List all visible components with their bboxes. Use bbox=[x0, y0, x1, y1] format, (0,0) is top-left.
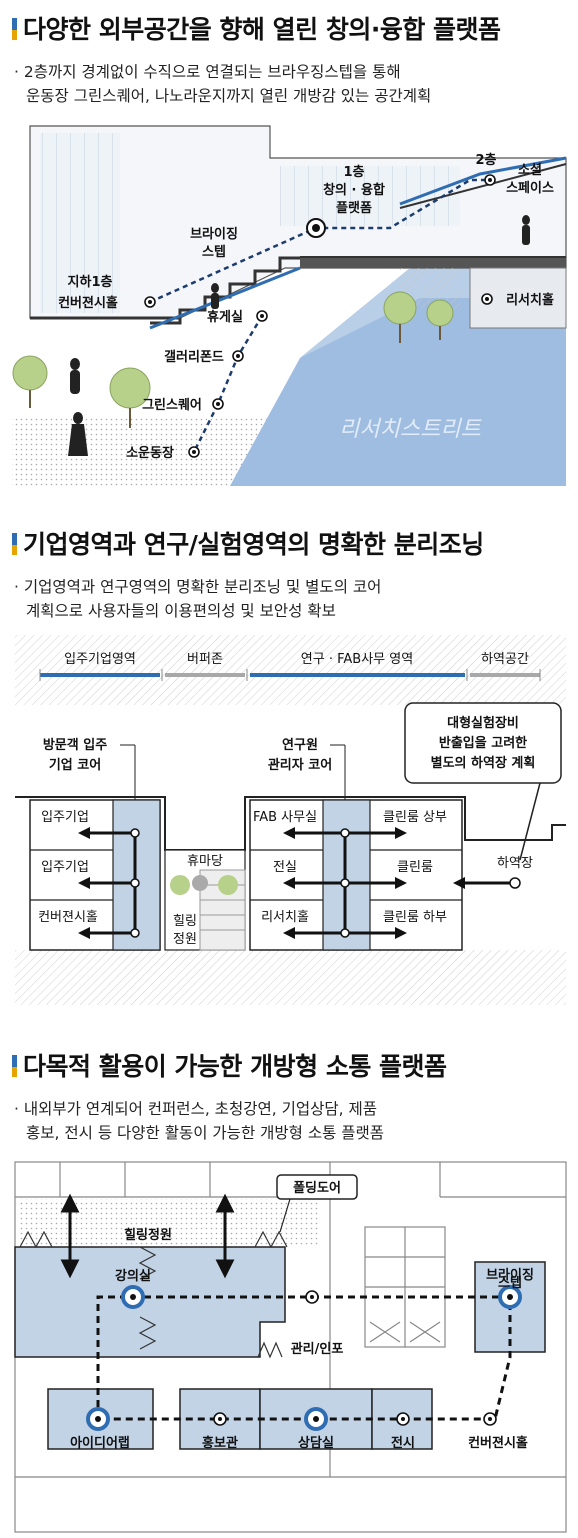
social-space-label: 소셜 bbox=[518, 162, 542, 178]
loading-dock-marker-icon bbox=[509, 877, 521, 889]
visitor-core-label: 방문객 입주 bbox=[43, 737, 107, 753]
section-description: · 기업영역과 연구영역의 명확한 분리조닝 및 별도의 코어 계획으로 사용자… bbox=[14, 575, 381, 623]
idea-lab-label: 아이디어랩 bbox=[70, 1435, 130, 1451]
room-label: 정원 bbox=[173, 932, 197, 947]
research-core-label: 연구원 bbox=[282, 738, 318, 753]
room-label: 휴마당 bbox=[187, 854, 223, 869]
social-space-label: 스페이스 bbox=[506, 180, 554, 196]
section3-diagram: 폴딩도어 힐링정원 강의실 브라이징 스텝 관리/인포 아이디어랩 홍보관 상담… bbox=[14, 1161, 567, 1533]
zone-bar: 입주기업영역 버퍼존 연구 · FAB사무 영역 하역공간 bbox=[39, 652, 541, 681]
glass-facade bbox=[40, 133, 120, 313]
section-title-text: 다목적 활용이 가능한 개방형 소통 플랫폼 bbox=[23, 1052, 447, 1081]
room-label: 컨버젼시홀 bbox=[38, 910, 98, 925]
desc-line: 계획으로 사용자들의 이용편의성 및 보안성 확보 bbox=[26, 602, 336, 620]
section1-diagram: 리서치스트리트 2층 소셜 스페이스 1층 창의 · 융합 플랫폼 브라이징 스… bbox=[12, 125, 567, 486]
double-arrow-icon bbox=[60, 1193, 235, 1279]
floor1-label: 1층 bbox=[343, 164, 364, 180]
glass-facade-upper bbox=[280, 166, 460, 226]
research-core-label: 관리자 코어 bbox=[268, 757, 332, 773]
platform-label: 창의 · 융합 bbox=[323, 182, 385, 198]
section-description: · 2층까지 경계없이 수직으로 연결되는 브라우징스텝을 통해 운동장 그린스… bbox=[14, 60, 431, 108]
visitor-core-label: 기업 코어 bbox=[49, 757, 101, 773]
key-space-marker-icon bbox=[86, 1285, 522, 1431]
arrow-icon bbox=[78, 827, 465, 939]
convergence-hall-label: 컨버젼시홀 bbox=[58, 295, 118, 311]
browsing-step-label: 스텝 bbox=[202, 244, 226, 260]
section-title-text: 다양한 외부공간을 향해 열린 창의·융합 플랫폼 bbox=[23, 15, 501, 44]
room-label: 입주기업 bbox=[41, 860, 89, 875]
room-label: 하역장 bbox=[497, 856, 533, 871]
tree-icon bbox=[170, 875, 238, 895]
green-square-label: 그린스퀘어 bbox=[142, 397, 202, 413]
browsing-steps bbox=[150, 256, 300, 325]
section-title: 기업영역과 연구/실험영역의 명확한 분리조닝 bbox=[12, 525, 484, 561]
folding-door-label-box bbox=[276, 1174, 358, 1200]
convergence-hall-label: 컨버젼시홀 bbox=[468, 1435, 528, 1451]
healing-garden-label: 힐링정원 bbox=[124, 1227, 172, 1243]
pr-hall-label: 홍보관 bbox=[202, 1435, 238, 1451]
gallery-pond-label: 갤러리폰드 bbox=[164, 349, 224, 365]
callout-text: 별도의 하역장 계획 bbox=[431, 755, 536, 771]
desc-line: · 2층까지 경계없이 수직으로 연결되는 브라우징스텝을 통해 bbox=[14, 63, 401, 81]
lecture-block bbox=[14, 1246, 286, 1358]
title-marker-icon bbox=[12, 1055, 17, 1077]
admin-info-label: 관리/인포 bbox=[291, 1341, 344, 1357]
zone-label: 하역공간 bbox=[481, 652, 529, 667]
section2-diagram: 입주기업영역 버퍼존 연구 · FAB사무 영역 하역공간 bbox=[15, 635, 566, 1005]
desc-line: · 기업영역과 연구영역의 명확한 분리조닝 및 별도의 코어 bbox=[14, 578, 382, 596]
section-title: 다목적 활용이 가능한 개방형 소통 플랫폼 bbox=[12, 1047, 447, 1083]
research-street-label: 리서치스트리트 bbox=[339, 417, 481, 442]
basement-label: 지하1층 bbox=[68, 274, 113, 290]
title-marker-icon bbox=[12, 18, 17, 40]
callout-text: 대형실험장비 bbox=[447, 715, 519, 731]
desc-line: · 내외부가 연계되어 컨퍼런스, 초청강연, 기업상담, 제품 bbox=[14, 1100, 377, 1118]
desc-line: 홍보, 전시 등 다양한 활동이 가능한 개방형 소통 플랫폼 bbox=[26, 1124, 385, 1142]
exhibit-label: 전시 bbox=[391, 1435, 415, 1451]
room-label: 리서치홀 bbox=[261, 910, 309, 925]
zone-label: 입주기업영역 bbox=[64, 652, 136, 667]
section-open-platform: 다양한 외부공간을 향해 열린 창의·융합 플랫폼 · 2층까지 경계없이 수직… bbox=[0, 0, 578, 500]
room-label: 전실 bbox=[273, 860, 297, 875]
consult-room-label: 상담실 bbox=[298, 1435, 334, 1451]
section-title: 다양한 외부공간을 향해 열린 창의·융합 플랫폼 bbox=[12, 10, 501, 46]
section-title-text: 기업영역과 연구/실험영역의 명확한 분리조닝 bbox=[23, 530, 484, 559]
tree-icon bbox=[12, 291, 454, 409]
section-description: · 내외부가 연계되어 컨퍼런스, 초청강연, 기업상담, 제품 홍보, 전시 … bbox=[14, 1097, 384, 1145]
zone-label: 버퍼존 bbox=[187, 652, 223, 667]
lounge-label: 휴게실 bbox=[207, 309, 243, 325]
desc-line: 운동장 그린스퀘어, 나노라운지까지 열린 개방감 있는 공간계획 bbox=[26, 87, 432, 105]
room-label: 클린룸 상부 bbox=[383, 810, 447, 825]
room-label: 힐링 bbox=[173, 914, 197, 929]
research-hall-label: 리서치홀 bbox=[506, 292, 554, 308]
floor2-label: 2층 bbox=[475, 152, 496, 168]
platform-label: 플랫폼 bbox=[336, 200, 372, 216]
section-zoning: 기업영역과 연구/실험영역의 명확한 분리조닝 · 기업영역과 연구영역의 명확… bbox=[0, 515, 578, 1015]
room-label: FAB 사무실 bbox=[253, 810, 317, 825]
person-icon bbox=[68, 215, 530, 456]
room-label: 클린룸 하부 bbox=[383, 910, 447, 925]
browsing-step-label: 스텝 bbox=[498, 1275, 522, 1291]
callout-box bbox=[404, 702, 562, 784]
title-marker-icon bbox=[12, 533, 17, 555]
room-label: 입주기업 bbox=[41, 810, 89, 825]
zone-label: 연구 · FAB사무 영역 bbox=[301, 652, 413, 667]
browsing-step-label: 브라이징 bbox=[190, 226, 238, 242]
callout-text: 반출입을 고려한 bbox=[439, 735, 527, 751]
circulation-route bbox=[96, 1295, 512, 1421]
section-communication-platform: 다목적 활용이 가능한 개방형 소통 플랫폼 · 내외부가 연계되어 컨퍼런스,… bbox=[0, 1037, 578, 1537]
small-field-label: 소운동장 bbox=[126, 445, 174, 461]
browsing-step-label: 브라이징 bbox=[486, 1267, 534, 1283]
room-label: 클린룸 bbox=[397, 860, 433, 875]
folding-door-label: 폴딩도어 bbox=[293, 1180, 341, 1196]
lecture-room-label: 강의실 bbox=[115, 1268, 151, 1284]
